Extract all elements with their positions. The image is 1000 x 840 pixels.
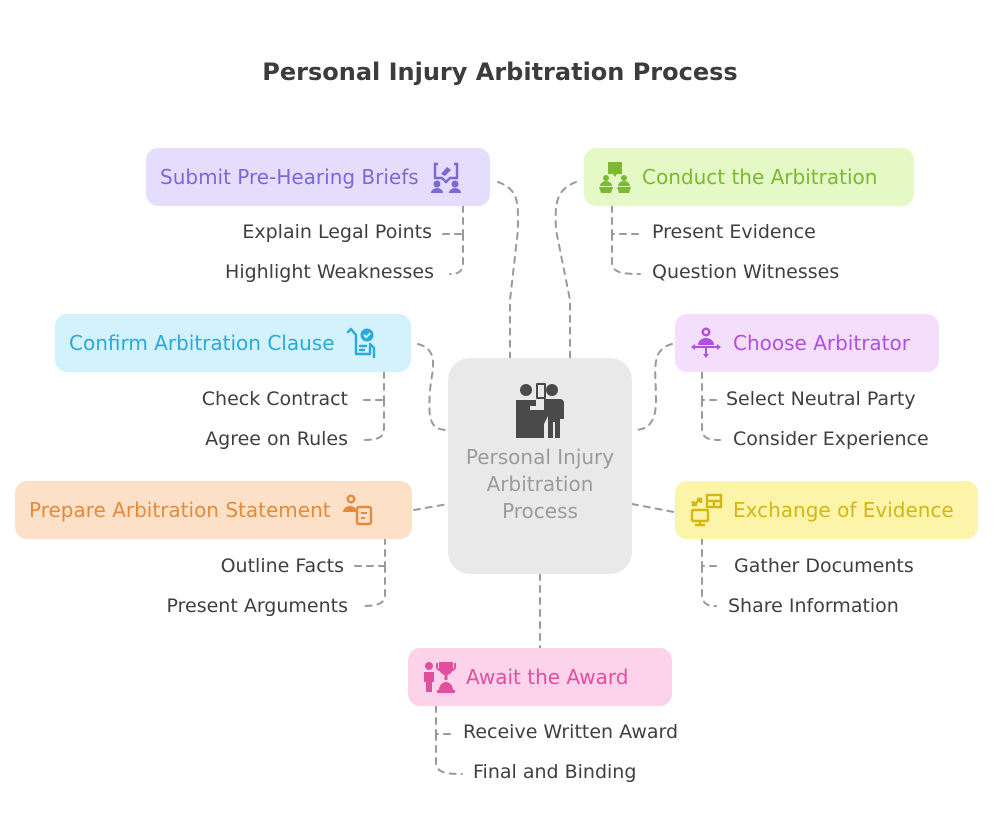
person-arrows-icon [691,327,721,358]
node-choose-arbitrator[interactable]: Choose Arbitrator [675,314,939,372]
leaf-explain-legal-points: Explain Legal Points [242,221,432,243]
leaf-present-evidence: Present Evidence [652,221,816,243]
leaf-consider-experience: Consider Experience [733,428,929,450]
connector-submit-briefs-leaves [442,205,464,275]
node-await-award[interactable]: Await the Award [408,648,672,706]
node-label: Exchange of Evidence [733,498,954,522]
leaf-highlight-weaknesses: Highlight Weaknesses [225,261,434,283]
leaf-final-and-binding: Final and Binding [473,761,637,783]
connector-prepare-leaves [354,537,386,607]
leaf-check-contract: Check Contract [201,388,348,410]
leaf-select-neutral-party: Select Neutral Party [726,388,916,410]
leaf-question-witnesses: Question Witnesses [652,261,840,283]
leaf-share-information: Share Information [728,595,899,617]
connector-await-leaves [435,705,463,775]
connector-conduct-leaves [611,205,643,275]
node-label: Await the Award [466,665,629,689]
node-label: Conduct the Arbitration [642,165,878,189]
connector-center-conduct-arbitration [554,181,577,359]
connector-center-confirm-clause [417,343,449,431]
node-prepare-statement[interactable]: Prepare Arbitration Statement [15,481,412,539]
leaf-outline-facts: Outline Facts [220,555,344,577]
connector-center-choose-arbitrator [633,343,673,431]
connector-center-prepare-statement [413,503,449,511]
node-confirm-clause[interactable]: Confirm Arbitration Clause [55,314,411,372]
leaf-agree-on-rules: Agree on Rules [205,428,348,450]
connector-confirm-leaves [361,371,385,441]
leaf-present-arguments: Present Arguments [166,595,349,617]
person-trophy-icon [424,662,456,693]
diagram-title: Personal Injury Arbitration Process [262,58,738,86]
checked-document-hands-icon [346,327,375,359]
data-exchange-monitor-icon [690,493,723,527]
node-label: Confirm Arbitration Clause [69,331,335,355]
debate-podium-icon [599,162,631,193]
leaf-gather-documents: Gather Documents [734,555,914,577]
node-label: Submit Pre-Hearing Briefs [160,165,419,189]
person-document-icon [342,494,372,526]
connector-exchange-leaves [701,537,723,607]
central-topic-label: Personal Injury Arbitration Process [465,445,615,523]
leaf-receive-written-award: Receive Written Award [463,721,679,743]
node-submit-briefs[interactable]: Submit Pre-Hearing Briefs [146,148,490,206]
node-label: Prepare Arbitration Statement [29,498,331,522]
presentation-audience-icon [430,162,461,193]
central-topic[interactable]: Personal Injury Arbitration Process [448,358,632,574]
connector-choose-leaves [701,371,721,441]
connector-center-submit-briefs [497,181,520,359]
node-label: Choose Arbitrator [733,331,910,355]
node-conduct-arbitration[interactable]: Conduct the Arbitration [584,148,914,206]
node-exchange-evidence[interactable]: Exchange of Evidence [675,481,978,539]
consultation-people-icon [516,383,564,438]
connector-center-exchange-evidence [631,503,675,513]
